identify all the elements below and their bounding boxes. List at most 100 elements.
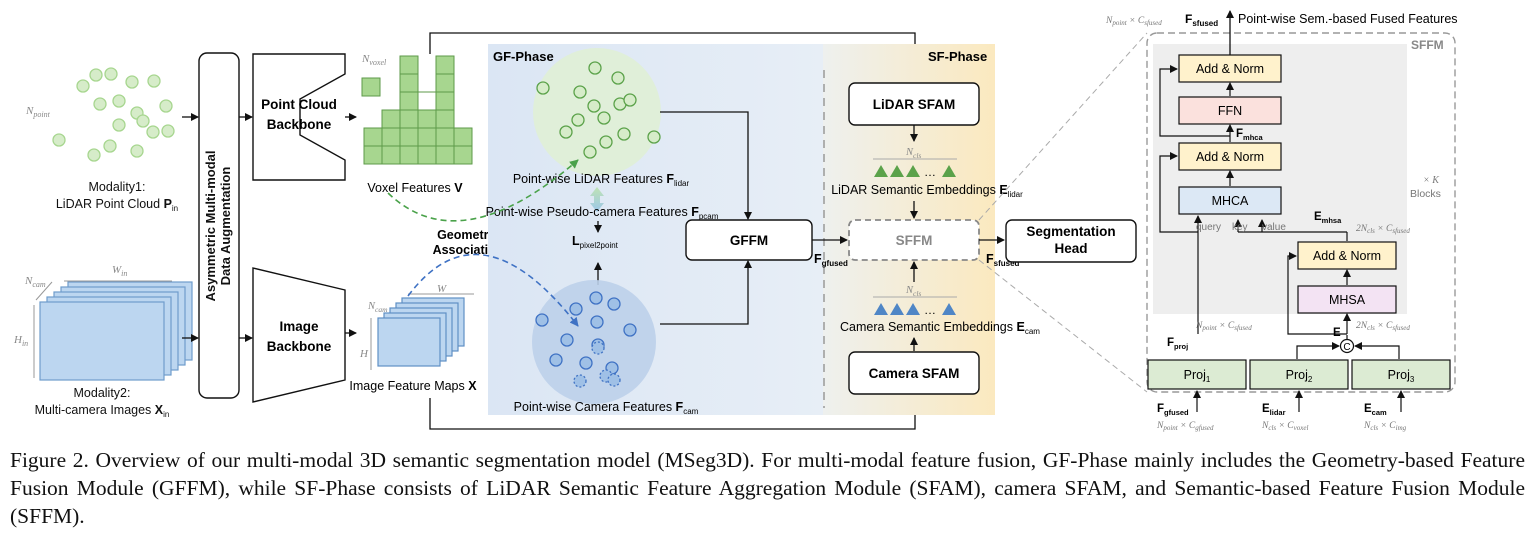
residual-mid — [1159, 152, 1198, 233]
concat-icon — [1339, 338, 1355, 354]
in2-dims: Ncls × Cvoxel — [1261, 421, 1308, 432]
lidar-feature-point — [623, 93, 637, 107]
fsfused-label: Fsfused — [986, 252, 1020, 268]
zoom-line-top — [978, 32, 1148, 221]
augmentation-box — [198, 52, 240, 399]
lidar-point — [52, 133, 66, 147]
voxel-cell — [435, 127, 455, 147]
proj3-label: Proj3 — [1388, 368, 1415, 384]
seg-head-box — [1005, 219, 1137, 263]
voxel-cell — [399, 73, 419, 93]
lidar-feature-point — [597, 111, 611, 125]
sf-phase-title: SF-Phase — [928, 49, 987, 64]
n-cls-label-1: Ncls — [905, 147, 921, 160]
camera-feature-point — [623, 323, 637, 337]
voxel-cell — [453, 127, 473, 147]
voxel-cell — [435, 145, 455, 165]
lidar-point — [103, 139, 117, 153]
in2-label: Elidar — [1262, 403, 1286, 417]
in1-dims: Npoint × Cgfused — [1156, 421, 1214, 432]
feature-map — [377, 317, 441, 367]
lidar-point-cloud: Npoint Modality1: LiDAR Point Cloud Pin — [25, 67, 199, 213]
arrow-proj2-to-concat — [1296, 342, 1340, 359]
lidar-feature-point — [587, 99, 601, 113]
image-features-label: Image Feature Maps X — [349, 379, 477, 393]
k-line2: Blocks — [1410, 188, 1441, 200]
voxel-grid-icon — [361, 55, 473, 165]
image-stack-icon — [39, 281, 193, 381]
camera-feature-point — [590, 315, 604, 329]
lidar-point — [93, 97, 107, 111]
n-point-label: Npoint — [25, 105, 51, 119]
value-label: value — [1262, 222, 1286, 233]
geo-association-line1: Geometric — [437, 228, 499, 242]
key-label: key — [1232, 222, 1248, 233]
residual-top — [1159, 65, 1230, 137]
voxel-cell — [417, 109, 437, 129]
point-backbone-line2: Backbone — [267, 117, 332, 132]
camera-feature-point — [569, 302, 583, 316]
proj1-box — [1147, 359, 1247, 390]
arrow-proj3-to-concat — [1354, 342, 1400, 359]
residual-right — [1287, 252, 1347, 335]
sffm-label: SFFM — [896, 233, 933, 248]
voxel-cell — [381, 127, 401, 147]
ffn-label: FFN — [1218, 104, 1242, 118]
lidar-points — [52, 67, 175, 162]
dim-2ncls-1: 2Ncls × Csfused — [1356, 224, 1410, 235]
emhsa-label: Emhsa — [1314, 211, 1342, 225]
query-label: query — [1196, 222, 1221, 233]
camera-feature-cloud: Point-wise Camera Features Fcam — [514, 280, 699, 416]
voxel-cell — [417, 127, 437, 147]
feature-map-stack-icon — [377, 297, 465, 367]
sffm-detail-title: SFFM — [1411, 38, 1444, 52]
cam-feat-label: Point-wise Camera Features Fcam — [514, 400, 699, 416]
lidar-feature-point — [571, 113, 585, 127]
voxel-cell — [435, 73, 455, 93]
lidar-feature-point — [536, 81, 550, 95]
lidar-embeddings: Ncls … LiDAR Semantic Embeddings Elidar — [831, 147, 1023, 199]
voxel-cell — [363, 127, 383, 147]
voxel-cell — [435, 55, 455, 75]
proj1-label: Proj1 — [1184, 368, 1211, 384]
camera-feature-point-missing — [607, 373, 621, 387]
ffn-box — [1178, 96, 1282, 125]
voxel-cell — [435, 109, 455, 129]
voxel-cell — [453, 145, 473, 165]
sffm-detail: SFFM Npoint × Csfused Fsfused Point-wise… — [1105, 10, 1458, 432]
voxel-cell — [399, 55, 419, 75]
fproj-label: Fproj — [1167, 337, 1188, 351]
e-label: E — [1333, 327, 1341, 339]
mhca-box — [1178, 186, 1282, 215]
mhsa-label: MHSA — [1329, 293, 1366, 307]
lidar-point — [87, 148, 101, 162]
pcam-feat-label: Point-wise Pseudo-camera Features Fpcam — [486, 205, 719, 221]
lidar-feature-point — [559, 125, 573, 139]
mhca-label: MHCA — [1212, 194, 1249, 208]
lidar-point — [89, 68, 103, 82]
fmhca-label: Fmhca — [1236, 128, 1263, 142]
add-norm-right-label: Add & Norm — [1313, 249, 1381, 263]
lidar-emb-tri — [874, 165, 888, 177]
camera-feature-point — [560, 333, 574, 347]
w-label: W — [437, 283, 447, 295]
camera-feature-point — [535, 313, 549, 327]
lidar-feature-points — [536, 61, 661, 159]
camera-embeddings: Ncls … Camera Semantic Embeddings Ecam — [840, 285, 1040, 336]
cam-emb-tri — [890, 303, 904, 315]
point-backbone-line1: Point Cloud — [261, 97, 337, 112]
lidar-feature-point — [599, 135, 613, 149]
geo-association-line2: Association — [433, 243, 504, 257]
modality2-line2: Multi-camera Images Xin — [35, 403, 170, 419]
fgfused-label: Fgfused — [814, 252, 848, 268]
proj3-box — [1351, 359, 1451, 390]
modality2-line1: Modality2: — [74, 386, 131, 400]
voxel-cell — [399, 91, 419, 111]
cam-emb-dots: … — [924, 303, 936, 317]
msseg3d-diagram: Npoint Modality1: LiDAR Point Cloud Pin … — [13, 10, 1458, 432]
cam-emb-tri — [874, 303, 888, 315]
augmentation-block: Asymmetric Multi-modal Data Augmentation — [198, 52, 253, 399]
out-sym: Fsfused — [1185, 12, 1218, 28]
proj2-box — [1249, 359, 1349, 390]
lidar-feature-point — [573, 85, 587, 99]
